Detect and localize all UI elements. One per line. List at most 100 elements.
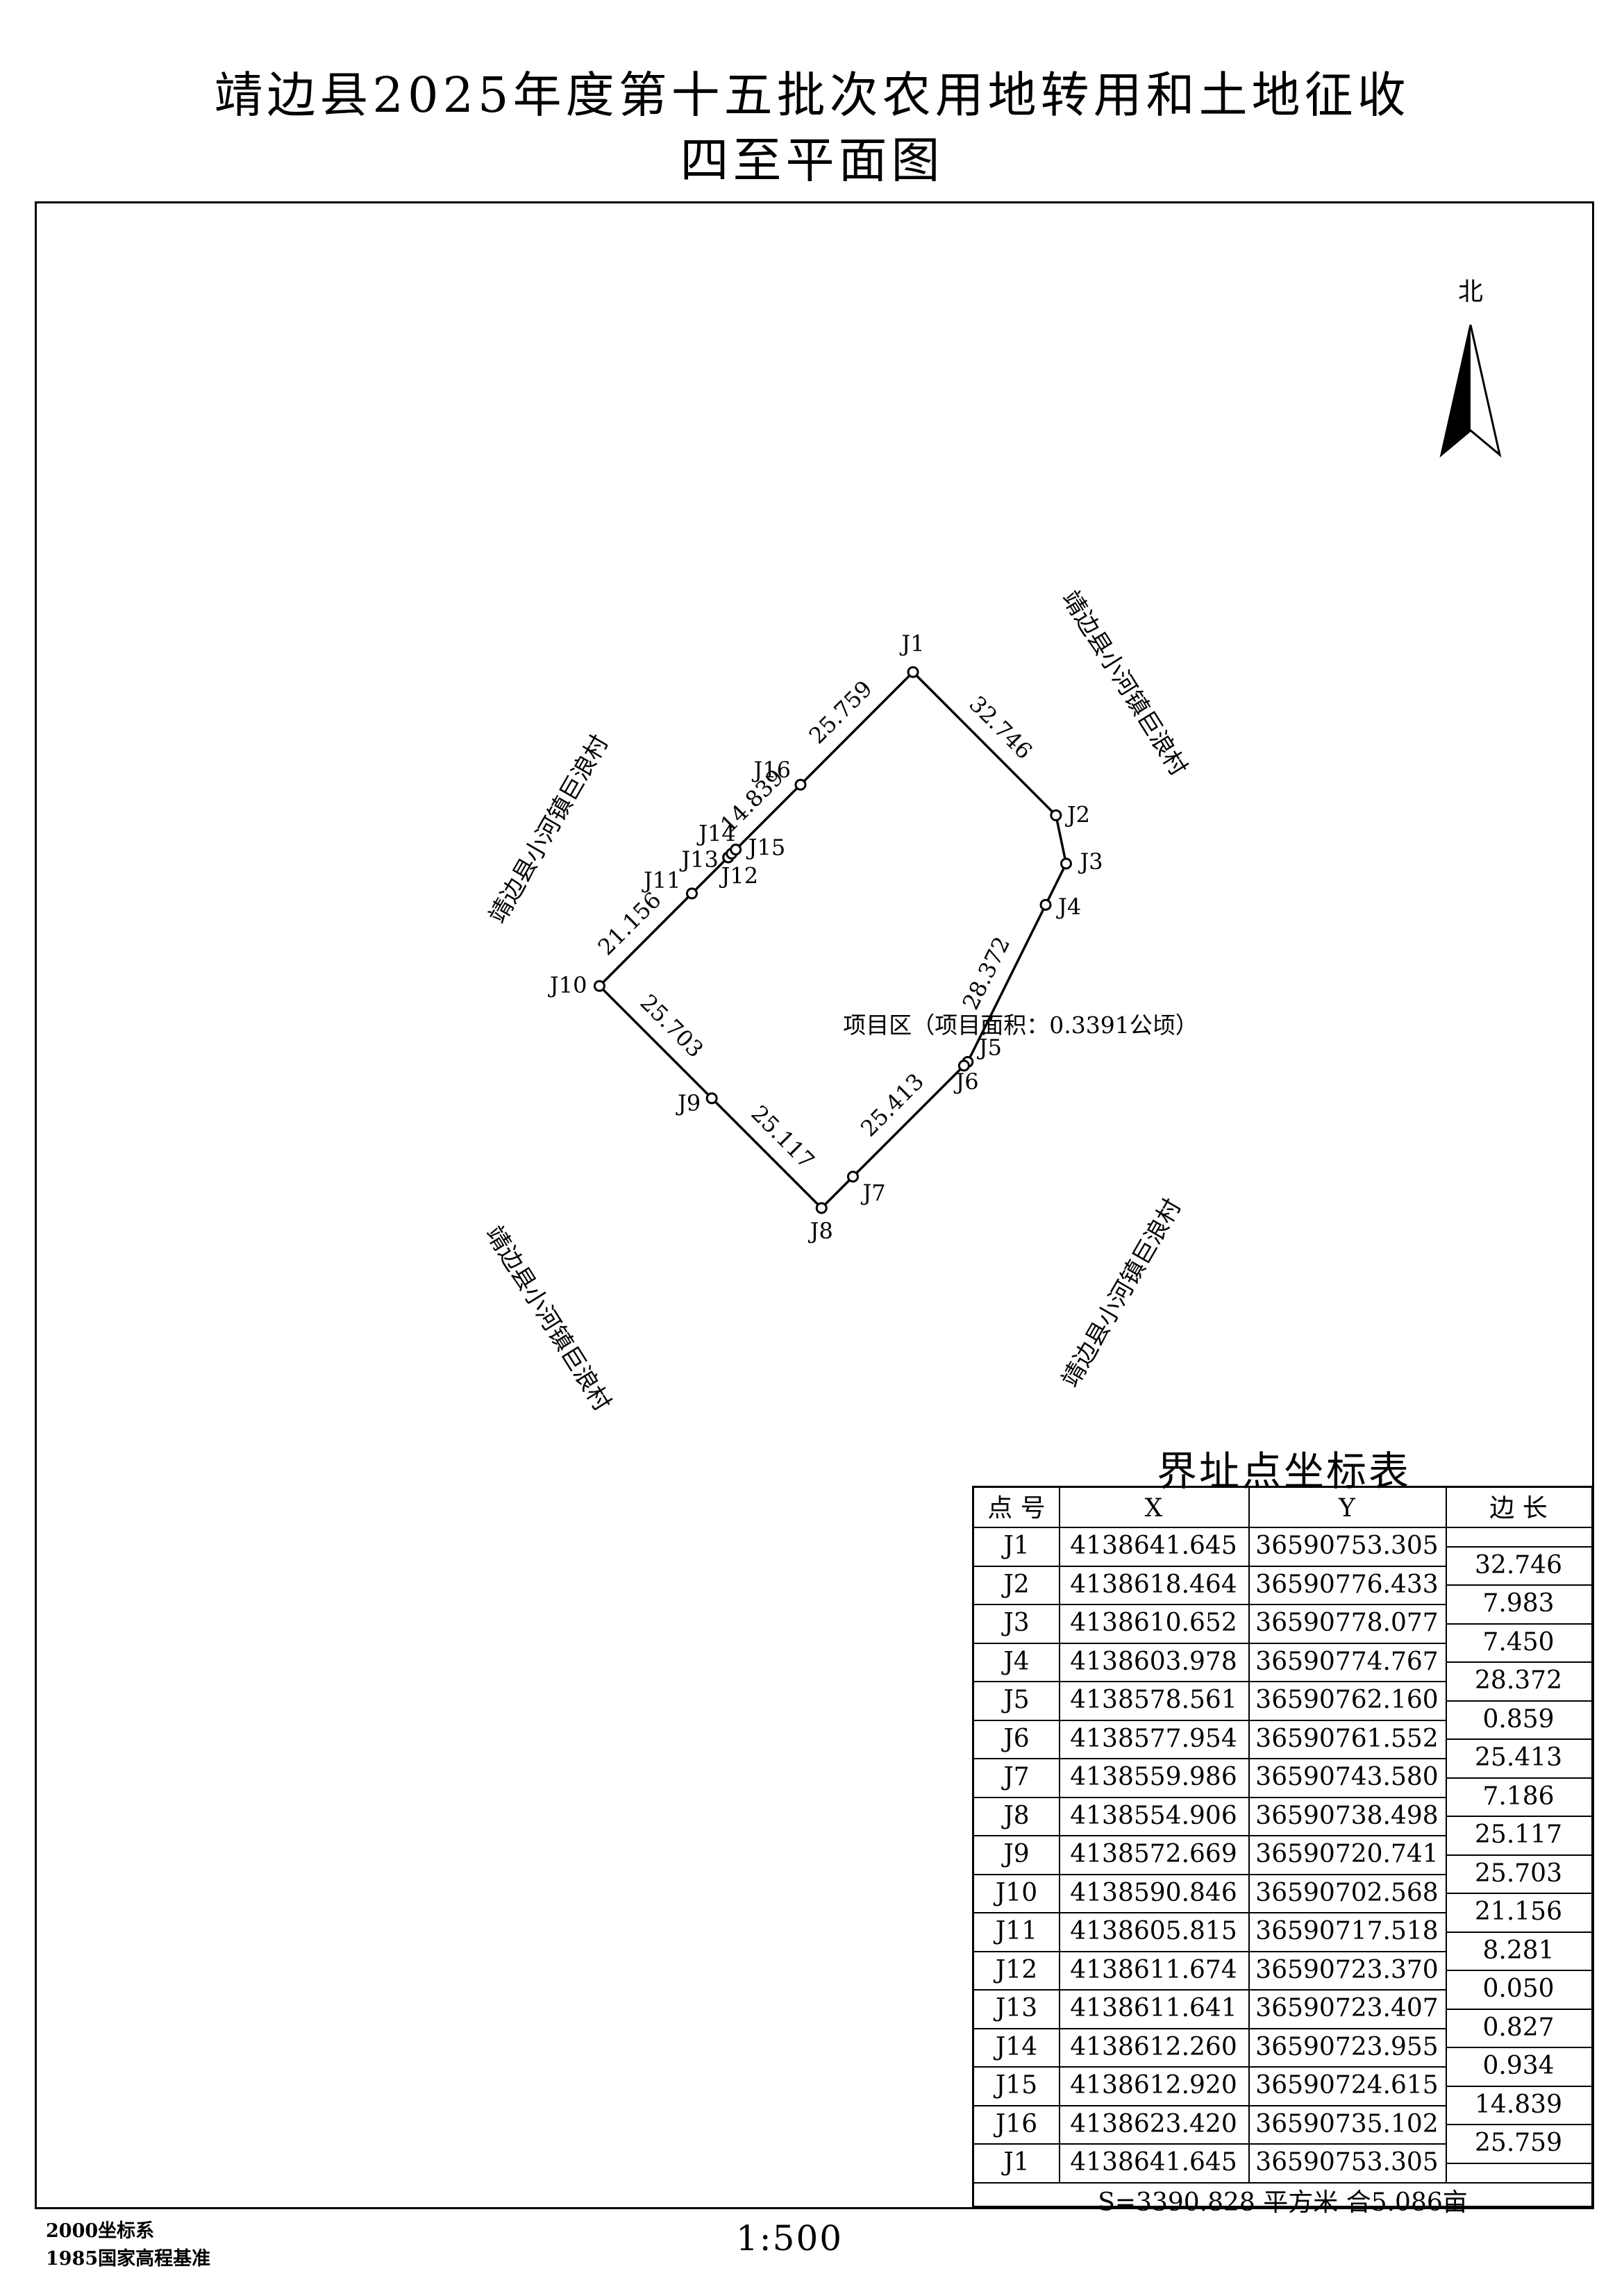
point-label-j2: J2 (1065, 801, 1090, 828)
table-cell-x: 4138611.674 (1070, 1955, 1237, 1984)
table-edge-divider (1446, 2162, 1591, 2164)
table-cell-edge-length: 25.413 (1475, 1743, 1562, 1773)
table-edge-divider (1446, 1623, 1591, 1625)
table-edge-divider (1446, 1854, 1591, 1856)
boundary-point-j16 (794, 778, 807, 791)
table-column-divider (1446, 1488, 1447, 2182)
table-area-summary: S=3390.828 平方米 合5.086亩 (1098, 2188, 1468, 2217)
table-row-divider (974, 1758, 1446, 1759)
table-cell-x: 4138641.645 (1070, 1532, 1237, 1560)
table-row-divider (974, 1681, 1446, 1682)
table-cell-point: J14 (995, 2032, 1038, 2061)
table-cell-edge-length: 25.117 (1475, 1820, 1562, 1850)
table-cell-point: J4 (1003, 1647, 1030, 1676)
table-edge-divider (1446, 1584, 1591, 1586)
table-cell-y: 36590735.102 (1255, 2109, 1439, 2138)
point-label-j6: J6 (953, 1069, 978, 1095)
table-header-divider (974, 1527, 1591, 1528)
table-cell-y: 36590717.518 (1255, 1917, 1439, 1945)
table-edge-divider (1446, 2085, 1591, 2087)
table-cell-point: J16 (995, 2109, 1038, 2138)
point-label-j1: J1 (899, 630, 924, 657)
boundary-point-j1 (907, 666, 919, 678)
table-cell-edge-length: 28.372 (1475, 1666, 1562, 1695)
point-label-j11: J11 (642, 867, 681, 894)
table-cell-x: 4138610.652 (1070, 1609, 1237, 1637)
point-label-j12: J12 (719, 863, 759, 889)
table-header-cell: 边 长 (1489, 1494, 1548, 1523)
table-cell-y: 36590778.077 (1255, 1609, 1439, 1637)
table-cell-y: 36590724.615 (1255, 2071, 1439, 2100)
edge-length-j15-j16: 14.839 (715, 764, 789, 838)
point-label-j7: J7 (860, 1180, 885, 1206)
point-label-j14: J14 (696, 821, 736, 847)
table-edge-divider (1446, 1545, 1591, 1548)
boundary-point-j3 (1060, 857, 1072, 870)
table-cell-x: 4138559.986 (1070, 1763, 1237, 1791)
point-label-j10: J10 (548, 972, 587, 998)
north-arrow-icon (1439, 324, 1502, 458)
table-row-divider (974, 1950, 1446, 1952)
table-edge-divider (1446, 1738, 1591, 1741)
table-cell-point: J8 (1003, 1801, 1030, 1830)
table-cell-point: J1 (1003, 2148, 1030, 2177)
coordinate-system: 2000坐标系 (46, 2220, 155, 2242)
table-cell-point: J2 (1003, 1570, 1030, 1599)
table-cell-y: 36590720.741 (1255, 1840, 1439, 1868)
table-edge-divider (1446, 1970, 1591, 1972)
point-label-j15: J15 (746, 835, 786, 861)
table-cell-x: 4138603.978 (1070, 1647, 1237, 1676)
table-cell-x: 4138605.815 (1070, 1917, 1237, 1945)
table-edge-divider (1446, 1931, 1591, 1933)
table-footer-divider (974, 2181, 1591, 2184)
table-cell-x: 4138578.561 (1070, 1686, 1237, 1714)
table-cell-point: J1 (1003, 1532, 1030, 1560)
boundary-point-j4 (1039, 898, 1052, 911)
table-cell-x: 4138641.645 (1070, 2148, 1237, 2177)
table-row-divider (974, 1604, 1446, 1605)
table-cell-y: 36590774.767 (1255, 1647, 1439, 1676)
table-cell-x: 4138554.906 (1070, 1801, 1237, 1830)
table-cell-point: J13 (995, 1994, 1038, 2022)
boundary-point-j2 (1050, 809, 1062, 821)
boundary-point-j8 (815, 1202, 828, 1214)
north-label: 北 (1458, 278, 1483, 306)
neighbor-label-ne: 靖边县小河镇巨浪村 (1056, 586, 1192, 781)
map-scale: 1:500 (736, 2218, 844, 2259)
table-cell-x: 4138577.954 (1070, 1724, 1237, 1753)
table-cell-y: 36590723.407 (1255, 1994, 1439, 2022)
table-cell-edge-length: 0.827 (1482, 2013, 1555, 2042)
point-label-j9: J9 (676, 1090, 701, 1116)
table-row-divider (974, 1873, 1446, 1875)
neighbor-label-sw: 靖边县小河镇巨浪村 (480, 1221, 616, 1416)
table-cell-point: J10 (995, 1878, 1038, 1907)
table-row-divider (974, 2027, 1446, 2029)
table-cell-y: 36590776.433 (1255, 1570, 1439, 1599)
table-cell-x: 4138572.669 (1070, 1840, 1237, 1868)
table-cell-x: 4138611.641 (1070, 1994, 1237, 2022)
table-cell-edge-length: 25.703 (1475, 1859, 1562, 1888)
boundary-point-j7 (846, 1171, 859, 1183)
table-cell-x: 4138612.920 (1070, 2071, 1237, 2100)
table-row-divider (974, 1642, 1446, 1644)
map-frame (35, 201, 1594, 2209)
table-cell-y: 36590753.305 (1255, 2148, 1439, 2177)
table-row-divider (974, 1912, 1446, 1913)
table-cell-y: 36590738.498 (1255, 1801, 1439, 1830)
table-row-divider (974, 1565, 1446, 1567)
table-cell-point: J15 (995, 2071, 1038, 2100)
table-cell-x: 4138612.260 (1070, 2032, 1237, 2061)
table-cell-point: J11 (995, 1917, 1038, 1945)
table-header-cell: 点 号 (987, 1494, 1046, 1523)
table-cell-x: 4138618.464 (1070, 1570, 1237, 1599)
table-edge-divider (1446, 2047, 1591, 2049)
edge-length-j16-j1: 25.759 (804, 676, 878, 749)
table-cell-point: J12 (995, 1955, 1038, 1984)
edge-length-j10-j11: 21.156 (593, 887, 667, 960)
table-edge-divider (1446, 1893, 1591, 1895)
table-cell-edge-length: 7.186 (1482, 1782, 1555, 1811)
title-line-1: 靖边县2025年度第十五批次农用地转用和土地征收 (214, 67, 1410, 124)
table-row-divider (974, 1989, 1446, 1991)
table-edge-divider (1446, 2124, 1591, 2126)
